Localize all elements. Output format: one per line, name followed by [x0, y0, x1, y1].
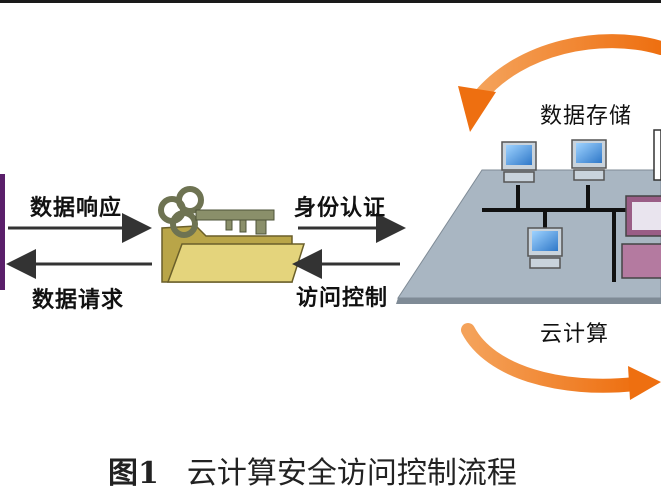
data-request-label: 数据请求 — [32, 288, 125, 313]
workstation-icon — [621, 129, 661, 279]
data-response-label: 数据响应 — [30, 196, 123, 221]
top-border — [0, 0, 661, 3]
data-storage-label: 数据存储 — [540, 104, 633, 129]
computer-icon — [501, 141, 537, 183]
top-orange-arc-arrow — [458, 34, 661, 132]
access-control-label: 访问控制 — [296, 286, 389, 311]
folder-icon — [161, 225, 306, 283]
key-icon — [158, 186, 275, 238]
identity-auth-label: 身份认证 — [294, 196, 387, 221]
figure-title: 云计算安全访问控制流程 — [186, 456, 517, 491]
bottom-orange-arc-arrow — [461, 323, 661, 400]
cloud-computing-label: 云计算 — [540, 322, 610, 347]
user-side-bar — [0, 174, 5, 290]
computer-icon — [527, 227, 563, 269]
figure-caption: 图1 云计算安全访问控制流程 — [108, 448, 517, 492]
computer-icon — [571, 139, 607, 181]
figure-number: 图1 — [108, 456, 159, 491]
